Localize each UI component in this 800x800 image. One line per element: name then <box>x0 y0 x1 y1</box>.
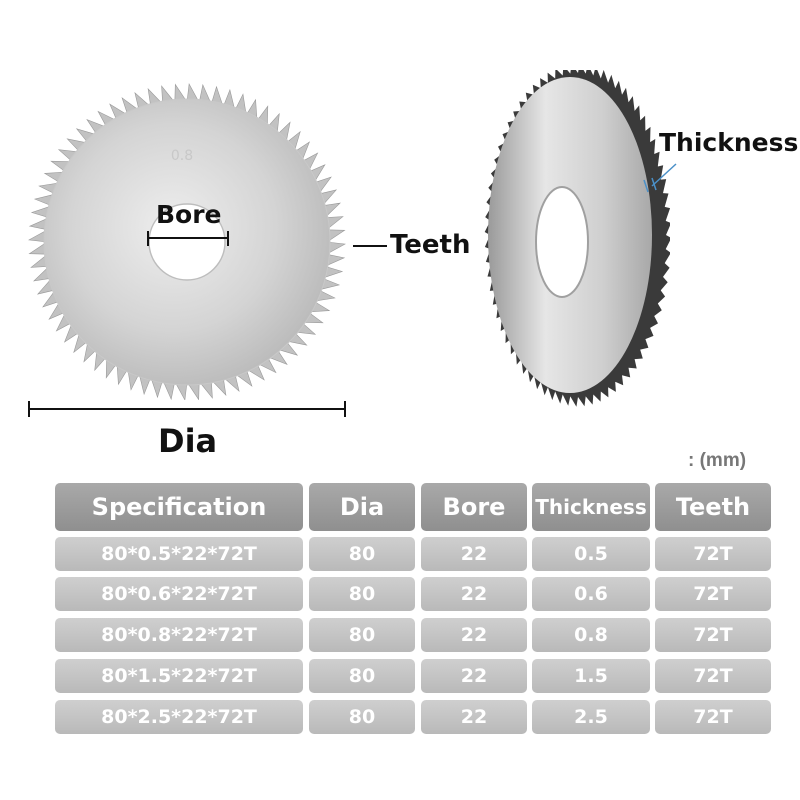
table-cell-bore: 22 <box>421 618 527 652</box>
table-cell-dia: 80 <box>309 537 415 571</box>
dia-label: Dia <box>158 422 218 460</box>
table-cell-bore: 22 <box>421 659 527 693</box>
table-cell-teeth: 72T <box>655 618 771 652</box>
table-cell-dia: 80 <box>309 577 415 611</box>
saw-blade-front: 0.8 <box>0 60 380 400</box>
table-cell-specification: 80*0.5*22*72T <box>55 537 303 571</box>
header-teeth: Teeth <box>655 483 771 531</box>
table-cell-bore: 22 <box>421 577 527 611</box>
table-cell-thickness: 0.5 <box>532 537 650 571</box>
thickness-label: Thickness <box>659 128 799 157</box>
header-dia: Dia <box>309 483 415 531</box>
table-cell-specification: 80*0.8*22*72T <box>55 618 303 652</box>
table-cell-dia: 80 <box>309 618 415 652</box>
table-cell-thickness: 1.5 <box>532 659 650 693</box>
table-cell-teeth: 72T <box>655 700 771 734</box>
table-cell-specification: 80*0.6*22*72T <box>55 577 303 611</box>
table-cell-bore: 22 <box>421 537 527 571</box>
table-cell-teeth: 72T <box>655 577 771 611</box>
thickness-leader-line <box>640 158 680 198</box>
table-cell-specification: 80*2.5*22*72T <box>55 700 303 734</box>
header-specification: Specification <box>55 483 303 531</box>
teeth-leader-line <box>353 245 387 247</box>
table-cell-thickness: 2.5 <box>532 700 650 734</box>
table-cell-teeth: 72T <box>655 659 771 693</box>
table-cell-specification: 80*1.5*22*72T <box>55 659 303 693</box>
table-cell-bore: 22 <box>421 700 527 734</box>
table-cell-teeth: 72T <box>655 537 771 571</box>
unit-note: : (mm) <box>688 450 747 471</box>
saw-blade-perspective <box>470 70 670 410</box>
header-bore: Bore <box>421 483 527 531</box>
dia-measure-line <box>28 401 346 417</box>
bore-label: Bore <box>156 200 222 229</box>
teeth-label: Teeth <box>390 230 471 260</box>
table-cell-thickness: 0.8 <box>532 618 650 652</box>
table-cell-dia: 80 <box>309 659 415 693</box>
table-cell-dia: 80 <box>309 700 415 734</box>
table-cell-thickness: 0.6 <box>532 577 650 611</box>
header-thickness: Thickness <box>532 483 650 531</box>
blade-engraving: 0.8 <box>171 148 193 164</box>
